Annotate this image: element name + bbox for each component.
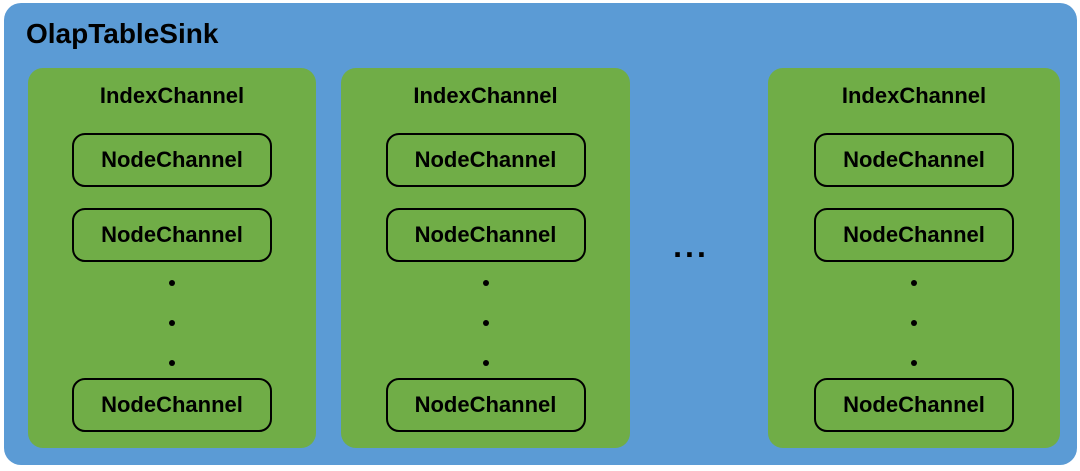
vertical-ellipsis-dot bbox=[169, 280, 175, 286]
horizontal-ellipsis: ... bbox=[673, 228, 709, 264]
index-channel-2: IndexChannel NodeChannel NodeChannel Nod… bbox=[341, 68, 630, 448]
node-channel: NodeChannel bbox=[385, 208, 586, 262]
vertical-ellipsis-dot bbox=[482, 280, 489, 286]
vertical-ellipsis-dot bbox=[169, 360, 175, 366]
node-channel: NodeChannel bbox=[814, 378, 1014, 432]
olap-table-sink-title: OlapTableSink bbox=[26, 18, 219, 49]
node-channel: NodeChannel bbox=[385, 378, 586, 432]
vertical-ellipsis-dot bbox=[911, 320, 917, 326]
index-channel-title: IndexChannel bbox=[413, 83, 558, 108]
vertical-ellipsis bbox=[169, 280, 175, 366]
node-channel: NodeChannel bbox=[72, 208, 272, 262]
vertical-ellipsis-dot bbox=[482, 320, 489, 326]
vertical-ellipsis bbox=[482, 280, 489, 366]
index-channel-title: IndexChannel bbox=[841, 83, 987, 108]
index-channel-1: IndexChannel NodeChannel NodeChannel Nod… bbox=[28, 68, 316, 448]
index-channel-3: IndexChannel NodeChannel NodeChannel Nod… bbox=[768, 68, 1060, 448]
node-channel: NodeChannel bbox=[72, 133, 272, 187]
vertical-ellipsis-dot bbox=[482, 360, 489, 366]
vertical-ellipsis-dot bbox=[169, 320, 175, 326]
vertical-ellipsis bbox=[911, 280, 917, 366]
vertical-ellipsis-dot bbox=[911, 280, 917, 286]
olap-table-sink-container: OlapTableSink IndexChannel NodeChannel N… bbox=[4, 3, 1077, 465]
node-channel: NodeChannel bbox=[72, 378, 272, 432]
vertical-ellipsis-dot bbox=[911, 360, 917, 366]
node-channel: NodeChannel bbox=[814, 208, 1014, 262]
node-channel: NodeChannel bbox=[814, 133, 1014, 187]
index-channel-title: IndexChannel bbox=[99, 83, 245, 108]
node-channel: NodeChannel bbox=[385, 133, 586, 187]
